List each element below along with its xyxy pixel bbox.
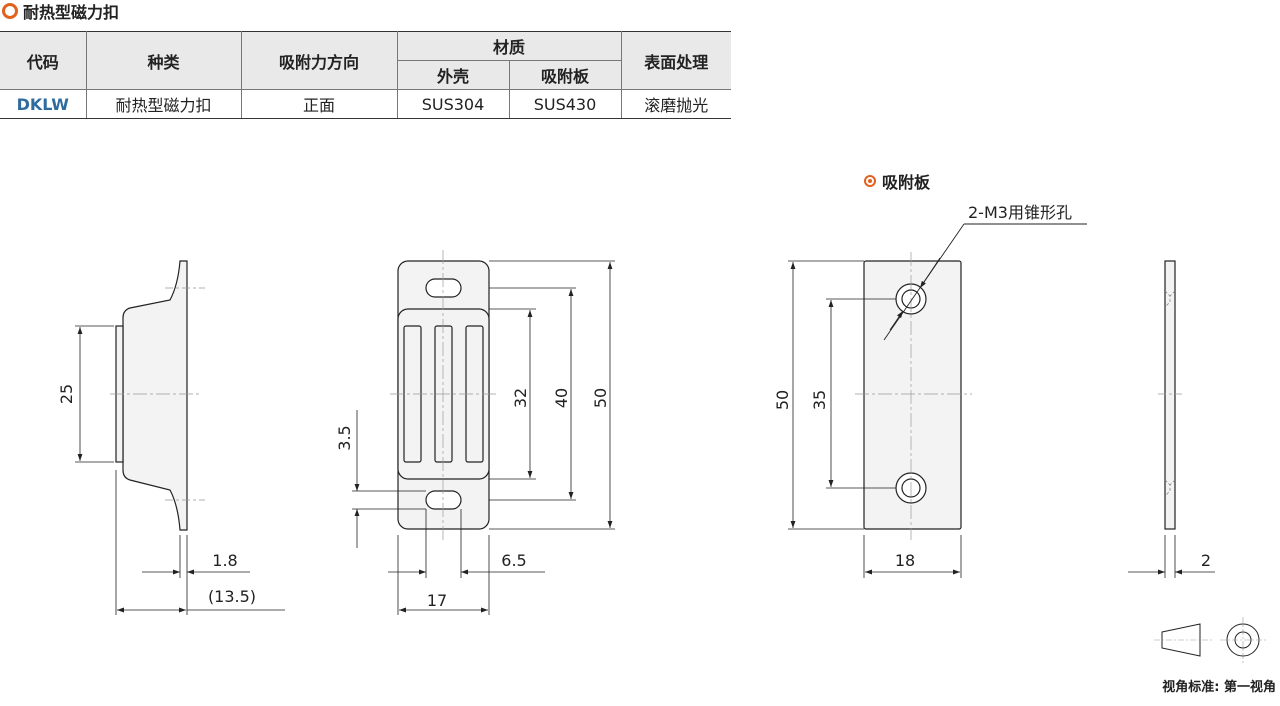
header-shell: 外壳 bbox=[397, 60, 510, 90]
dim-front-50: 50 bbox=[591, 388, 610, 408]
side-view-body bbox=[122, 260, 188, 531]
dim-plate-width: 18 bbox=[895, 551, 915, 570]
projection-symbol-icon bbox=[1154, 617, 1266, 663]
front-view bbox=[352, 250, 615, 615]
cell-plate: SUS430 bbox=[508, 89, 622, 119]
front-view-hole-top bbox=[425, 278, 462, 298]
plate-section-label: 吸附板 bbox=[882, 173, 931, 192]
spec-table: 代码 种类 吸附力方向 材质 表面处理 外壳 吸附板 DKLW 耐热型磁力扣 正… bbox=[0, 31, 731, 119]
plate-section-title: 吸附板 bbox=[864, 170, 930, 192]
header-plate: 吸附板 bbox=[508, 60, 621, 90]
header-surface: 表面处理 bbox=[620, 31, 731, 90]
cell-type: 耐热型磁力扣 bbox=[85, 89, 242, 119]
header-code: 代码 bbox=[0, 31, 87, 90]
plate-side-body bbox=[1164, 260, 1176, 530]
dim-front-offset: 3.5 bbox=[335, 425, 354, 450]
plate-view bbox=[788, 223, 1087, 578]
front-view-hole-bottom bbox=[425, 490, 462, 510]
leader-arrow bbox=[889, 310, 904, 331]
side-view bbox=[75, 260, 285, 615]
page-title-text: 耐热型磁力扣 bbox=[23, 3, 120, 22]
ring-bullet-icon bbox=[2, 3, 18, 19]
table-row: DKLW 耐热型磁力扣 正面 SUS304 SUS430 滚磨抛光 bbox=[0, 89, 731, 119]
cell-code: DKLW bbox=[0, 89, 87, 119]
page-title: 耐热型磁力扣 bbox=[2, 0, 119, 22]
dim-front-width: 17 bbox=[427, 591, 447, 610]
dim-front-hole: 6.5 bbox=[501, 551, 526, 570]
dim-front-32: 32 bbox=[511, 388, 530, 408]
plate-side-view bbox=[1128, 260, 1215, 578]
dim-side-depth: (13.5) bbox=[208, 587, 256, 606]
leader-arrow bbox=[919, 257, 941, 289]
dim-front-40: 40 bbox=[552, 388, 571, 408]
plate-hole-note: 2-M3用锥形孔 bbox=[968, 203, 1072, 222]
cell-surface: 滚磨抛光 bbox=[620, 89, 731, 119]
plate-body bbox=[863, 260, 962, 530]
dim-side-thickness: 1.8 bbox=[212, 551, 237, 570]
dim-plate-pitch: 35 bbox=[810, 390, 829, 410]
projection-caption: 视角标准: 第一视角 bbox=[1162, 680, 1276, 695]
dim-plate-height: 50 bbox=[773, 390, 792, 410]
cell-shell: SUS304 bbox=[396, 89, 510, 119]
countersink-hidden bbox=[1164, 290, 1176, 308]
header-type: 种类 bbox=[85, 31, 242, 90]
dim-plate-thickness: 2 bbox=[1201, 551, 1211, 570]
target-bullet-icon bbox=[864, 175, 876, 187]
cell-direction: 正面 bbox=[240, 89, 398, 119]
dim-side-height: 25 bbox=[57, 384, 76, 404]
countersink-hidden bbox=[1164, 479, 1176, 497]
